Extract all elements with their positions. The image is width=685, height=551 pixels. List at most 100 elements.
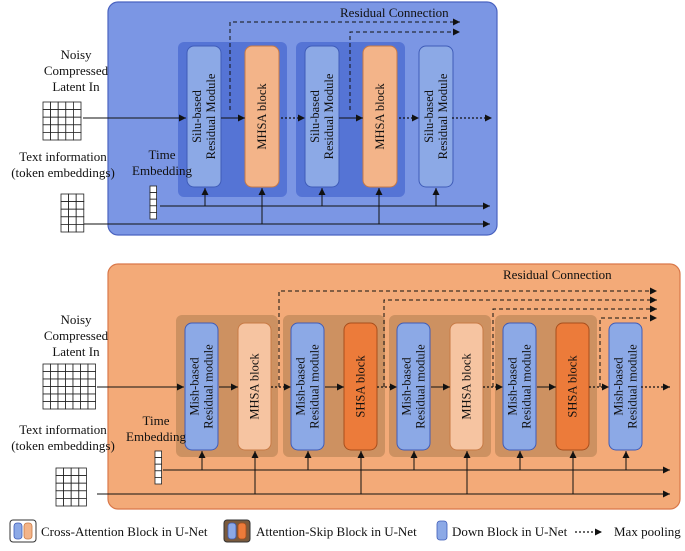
top-block-5-label-2: Residual Module (436, 73, 450, 159)
legend-down-block-swatch (436, 520, 448, 541)
bottom-token-cell (70, 497, 80, 507)
top-token-cell (68, 201, 77, 210)
bottom-noisy-cell (57, 386, 66, 395)
bottom-block-3-label-2: Residual module (308, 344, 322, 429)
bottom-noisy-cell (50, 363, 59, 372)
bottom-token-cell (55, 497, 64, 507)
top-block-1 (186, 45, 222, 188)
bottom-noisy-cell (80, 401, 89, 410)
top-time-cell (149, 211, 157, 220)
top-noisy-cell (42, 101, 51, 110)
top-token-cell (60, 216, 69, 225)
top-time-cell (149, 192, 157, 200)
bottom-time-cell (154, 450, 162, 458)
legend-down-block-label: Down Block in U-Net (452, 524, 568, 539)
top-noisy-cell (57, 101, 67, 110)
bottom-time-cell (154, 457, 162, 465)
top-block-4-label-1: MHSA block (373, 83, 387, 150)
bottom-noisy-cell (87, 393, 96, 402)
bottom-token-cell (78, 490, 87, 499)
top-noisy-cell (50, 109, 59, 118)
bottom-residual-label: Residual Connection (503, 267, 612, 282)
bottom-token-cell (63, 467, 72, 476)
bottom-up-arrows (198, 451, 630, 494)
bottom-noisy-cell (42, 393, 51, 402)
top-noisy-cell (42, 131, 51, 141)
bottom-token-cell (55, 482, 64, 492)
top-noisy-cell (57, 116, 67, 126)
bottom-noisy-cell (50, 401, 59, 410)
bottom-block-9-label-2: Residual module (626, 344, 640, 429)
bottom-noisy-cell (57, 363, 66, 372)
bottom-noisy-cell (50, 371, 59, 380)
bottom-noisy-cell (57, 393, 66, 402)
top-time-cell (149, 205, 157, 213)
top-time-cell (149, 185, 157, 193)
bottom-token-cell (55, 475, 64, 484)
top-block-3-label-2: Residual Module (322, 73, 336, 159)
bottom-noisy-cell (72, 371, 81, 380)
bottom-noisy-cell (65, 401, 74, 410)
bottom-noisy-cell (42, 401, 51, 410)
top-text-info-label-2: (token embeddings) (11, 165, 115, 180)
bottom-residual-line-1 (278, 287, 657, 387)
top-token-cell (68, 216, 77, 225)
top-block-5 (418, 45, 454, 188)
bottom-noisy-label-1: Noisy (60, 312, 92, 327)
bottom-time-cell (154, 470, 162, 478)
bottom-block-3 (290, 322, 325, 451)
bottom-noisy-cell (87, 371, 96, 380)
bottom-noisy-cell (42, 363, 51, 372)
bottom-token-cell (63, 475, 72, 484)
bottom-noisy-cell (80, 378, 89, 387)
bottom-block-1 (184, 322, 219, 451)
bottom-time-label-1: Time (143, 413, 170, 428)
top-time-cell (149, 198, 157, 207)
bottom-time-cell (154, 463, 162, 472)
legend-max-pooling-label: Max pooling (614, 524, 681, 539)
bottom-block-4-label-1: SHSA block (354, 355, 368, 418)
bottom-token-cell (70, 482, 80, 492)
bottom-time-cell (154, 476, 162, 485)
bottom-noisy-cell (65, 371, 74, 380)
bottom-noisy-cell (80, 386, 89, 395)
top-token-cell (75, 208, 85, 218)
top-token-cell (68, 193, 77, 202)
bottom-noisy-cell (65, 378, 74, 387)
top-noisy-cell (73, 109, 82, 118)
bottom-block-7 (502, 322, 537, 451)
top-token-cell (60, 208, 69, 218)
top-token-cell (60, 193, 69, 202)
top-block-3-label-1: Silu-based (308, 89, 322, 143)
bottom-token-cell (63, 497, 72, 507)
top-noisy-cell (73, 116, 82, 126)
legend-cross-attention-swatch (9, 519, 37, 543)
bottom-noisy-cell (72, 363, 81, 372)
bottom-token-cell (78, 497, 87, 507)
bottom-noisy-label-3: Latent In (52, 344, 100, 359)
bottom-noisy-cell (87, 386, 96, 395)
top-noisy-cell (50, 101, 59, 110)
top-noisy-cell (65, 131, 74, 141)
bottom-noisy-cell (72, 401, 81, 410)
bottom-token-cell (78, 482, 87, 492)
top-time-embedding-strip (149, 185, 157, 220)
top-noisy-cell (65, 101, 74, 110)
bottom-noisy-cell (65, 393, 74, 402)
top-block-1-label-1: Silu-based (190, 89, 204, 143)
bottom-text-info-label-1: Text information (19, 422, 107, 437)
bottom-block-7-label-2: Residual module (520, 344, 534, 429)
top-noisy-cell (50, 124, 59, 133)
bottom-noisy-cell (87, 363, 96, 372)
bottom-token-cell (70, 490, 80, 499)
bottom-token-cell (70, 475, 80, 484)
bottom-noisy-cell (57, 401, 66, 410)
top-time-label-2: Embedding (132, 163, 192, 178)
bottom-noisy-cell (80, 393, 89, 402)
top-token-cell (75, 201, 85, 210)
bottom-block-5-label-2: Residual module (414, 344, 428, 429)
top-token-cell (75, 216, 85, 225)
